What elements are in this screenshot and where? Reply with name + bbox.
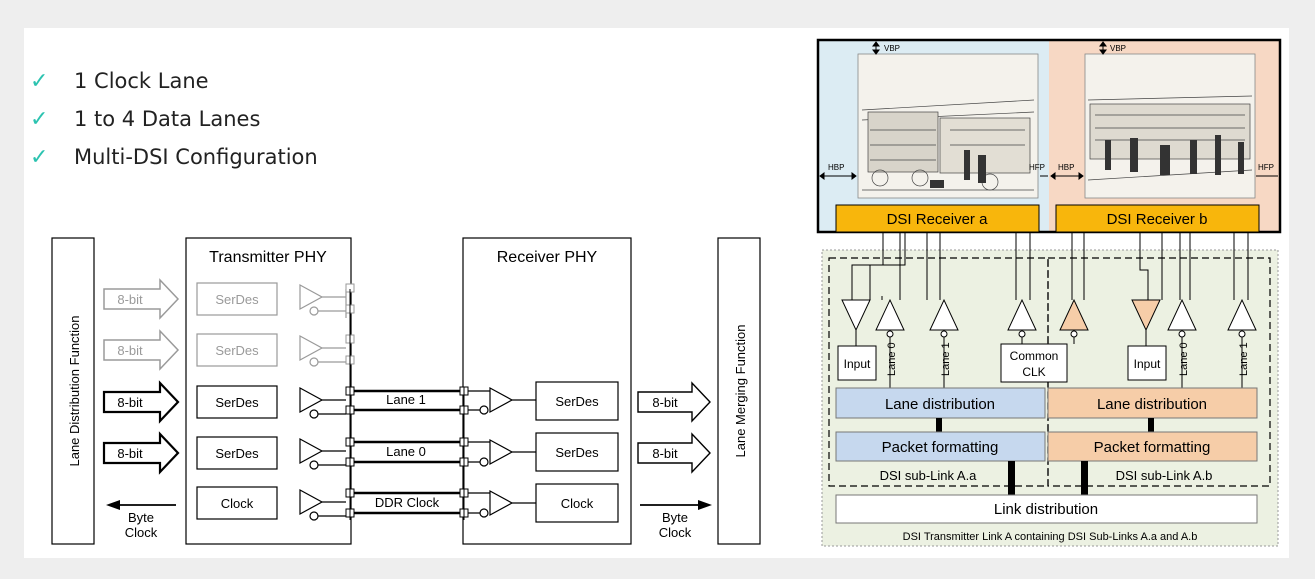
input-box-a [837,345,877,381]
porch-markers [819,41,1278,180]
byte-clock-label: Clock [125,525,158,540]
common-label: Common [1010,349,1059,363]
lane0-label: Lane 0 [386,444,426,459]
sublink-b-label: DSI sub-Link A.b [1116,468,1213,483]
train-image-a [857,53,1039,199]
inactive-lane-row: 8-bit SerDes [103,278,355,320]
clock-row: Clock DDR Clock Clock [196,483,619,523]
input-box-b [1127,345,1167,381]
eight-bit-label: 8-bit [652,395,678,410]
hbp-label: HBP [1058,163,1074,172]
bullet-text: 1 Clock Lane [74,69,209,93]
packet-formatting-a [835,431,1046,462]
serdes-label: SerDes [555,394,599,409]
hbp-label: HBP [828,163,844,172]
dsi-receiver-a [835,204,1040,233]
train-image-b [1084,53,1256,199]
input-label: Input [1134,357,1161,371]
sublink-a-label: DSI sub-Link A.a [880,468,978,483]
clock-label: Clock [561,496,594,511]
lane-merging-label: Lane Merging Function [733,325,748,458]
input-label: Input [844,357,871,371]
eight-bit-label: 8-bit [117,292,143,307]
lane-buffers [841,298,1257,338]
eight-bit-label: 8-bit [652,446,678,461]
receiver-wires [851,232,1249,300]
check-icon: ✓ [30,68,49,94]
serdes-label: SerDes [215,446,259,461]
eight-bit-label: 8-bit [117,395,143,410]
ddr-clock-label: DDR Clock [375,495,440,510]
serdes-label: SerDes [555,445,599,460]
receiver-phy-title: Receiver PHY [497,249,598,266]
packet-formatting-b [1047,431,1258,462]
bullet-text: 1 to 4 Data Lanes [74,107,261,131]
lane-merging-box [717,237,761,545]
connector [1008,461,1015,495]
byte-label: Byte [662,510,688,525]
eight-bit-label: 8-bit [117,343,143,358]
lane-distribution-a-label: Lane distribution [885,396,995,413]
byte-clock-label: Clock [659,525,692,540]
byte-label: Byte [128,510,154,525]
phy-lane-diagram: Lane Distribution Function Transmitter P… [51,237,761,545]
clk-label: CLK [1022,365,1045,379]
buffer-down-wires [855,330,1243,388]
transmitter-caption: DSI Transmitter Link A containing DSI Su… [903,531,1198,543]
transmitter-phy-title: Transmitter PHY [209,249,327,266]
eight-bit-label: 8-bit [117,446,143,461]
bullet-item: ✓ Multi-DSI Configuration [30,138,318,176]
common-clk-box [1000,343,1068,383]
dsi-receiver-a-label: DSI Receiver a [887,211,989,228]
link-distribution-box [835,494,1258,524]
bullet-item: ✓ 1 to 4 Data Lanes [30,100,318,138]
rx-byte-clock: Byte Clock [640,500,712,540]
serdes-label: SerDes [215,395,259,410]
serdes-label: SerDes [215,292,259,307]
hfp-label: HFP [1029,163,1045,172]
lane-distribution-b-label: Lane distribution [1097,396,1207,413]
serdes-label: SerDes [215,343,259,358]
lane0-label: Lane 0 [886,342,898,376]
clock-label: Clock [221,496,254,511]
lane1-label: Lane 1 [386,392,426,407]
tx-byte-clock: Byte Clock [106,500,176,540]
display-frame [816,38,1282,234]
connector [936,418,942,432]
packet-formatting-b-label: Packet formatting [1094,439,1211,456]
lane1-label: Lane 1 [1238,342,1250,376]
lane-distribution-label: Lane Distribution Function [67,315,82,466]
connector [1081,461,1088,495]
packet-formatting-a-label: Packet formatting [882,439,999,456]
check-icon: ✓ [30,144,49,170]
lane-distribution-box [51,237,95,545]
connector [1148,418,1154,432]
vbp-label: VBP [884,44,900,53]
lane1-label: Lane 1 [940,342,952,376]
hfp-label: HFP [1258,163,1274,172]
check-icon: ✓ [30,106,49,132]
lane1-row: 8-bit SerDes Lane 1 SerDes 8-bit [102,380,711,424]
feature-list: ✓ 1 Clock Lane ✓ 1 to 4 Data Lanes ✓ Multi-… [30,62,318,176]
link-distribution-label: Link distribution [994,501,1098,518]
lane0-row: 8-bit SerDes Lane 0 SerDes 8-bit [102,431,711,475]
bullet-text: Multi-DSI Configuration [74,145,318,169]
dsi-receiver-b [1055,204,1260,233]
inactive-lane-row: 8-bit SerDes [103,329,355,371]
bullet-item: ✓ 1 Clock Lane [30,62,318,100]
vbp-label: VBP [1110,44,1126,53]
dsi-receiver-b-label: DSI Receiver b [1107,211,1208,228]
lane0-label: Lane 0 [1178,342,1190,376]
lane-distribution-a [835,387,1046,419]
